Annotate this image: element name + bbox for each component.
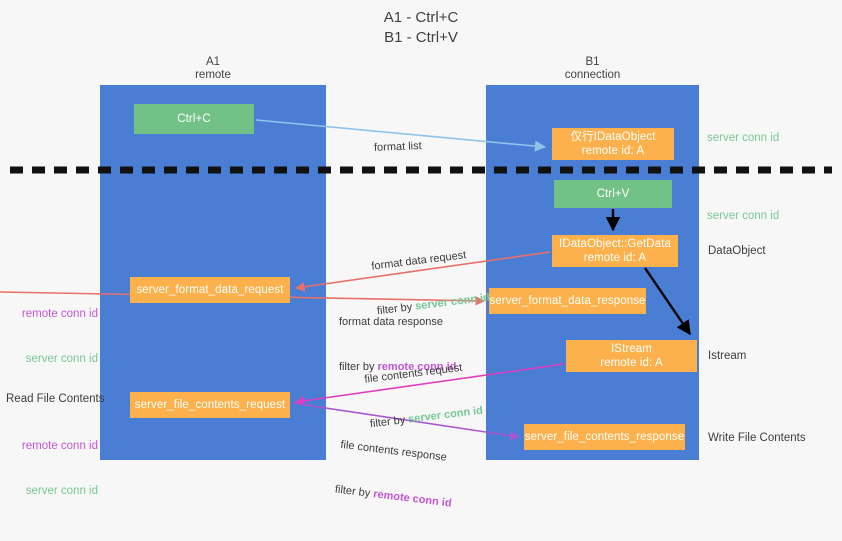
side-label-server-conn-id-top: server conn id [707, 132, 780, 144]
side-label-remote-conn-id: remote conn id [21, 440, 98, 452]
box-idataobject-getdata[interactable]: IDataObject::GetData remote id: A [552, 235, 678, 267]
box-istream[interactable]: IStream remote id: A [566, 340, 697, 372]
flow-label-file-contents-response: file contents response filter by remote … [330, 408, 461, 541]
side-label-conn-ids-lower: remote conn id server conn id [6, 409, 98, 529]
side-label-dataobject: DataObject [708, 245, 766, 257]
lane-header-a1: A1 remote [195, 56, 231, 81]
side-label-server-conn-id: server conn id [25, 485, 98, 497]
flow-format-data-response-action: format data response [339, 316, 443, 328]
box-ctrl-c[interactable]: Ctrl+C [134, 104, 254, 134]
box-server-format-data-request[interactable]: server_format_data_request [130, 277, 290, 303]
flow-format-data-response-filter: filter by remote conn id [339, 360, 456, 375]
page-title: A1 - Ctrl+C B1 - Ctrl+V [383, 9, 459, 46]
side-label-istream: Istream [708, 350, 747, 362]
flow-file-contents-request-action: file contents request [363, 361, 463, 386]
lane-header-b1: B1 connection [564, 56, 621, 81]
filter-prefix: filter by [334, 483, 374, 501]
box-server-file-contents-response[interactable]: server_file_contents_response [524, 424, 685, 450]
flow-format-data-request-action: format data request [370, 249, 467, 273]
box-server-file-contents-request[interactable]: server_file_contents_request [130, 392, 290, 418]
flow-file-contents-response-filter: filter by remote conn id [334, 482, 452, 511]
flow-label-format-data-response: format data response filter by remote co… [339, 285, 456, 405]
side-label-server-conn-id: server conn id [25, 353, 98, 365]
side-label-read-file-contents: Read File Contents [6, 393, 105, 405]
flow-label-format-list: format list [373, 109, 424, 186]
side-label-write-file-contents: Write File Contents [708, 432, 806, 444]
flow-file-contents-response-action: file contents response [339, 438, 448, 464]
side-label-remote-conn-id: remote conn id [21, 308, 98, 320]
side-label-conn-ids-upper: remote conn id server conn id [6, 277, 98, 397]
filter-key-remote-conn-id: remote conn id [377, 361, 457, 373]
side-label-server-conn-id-mid: server conn id [707, 210, 780, 222]
filter-prefix: filter by [339, 361, 378, 373]
box-server-format-data-response[interactable]: server_format_data_response [489, 288, 646, 314]
box-idataobject[interactable]: 仅行IDataObject remote id: A [552, 128, 674, 160]
dashed-separator [10, 166, 832, 174]
diagram-canvas: A1 - Ctrl+C B1 - Ctrl+V A1 remote B1 con… [0, 9, 832, 510]
flow-format-list-action: format list [373, 140, 422, 154]
box-ctrl-v[interactable]: Ctrl+V [554, 180, 672, 208]
filter-key-remote-conn-id: remote conn id [372, 488, 453, 510]
